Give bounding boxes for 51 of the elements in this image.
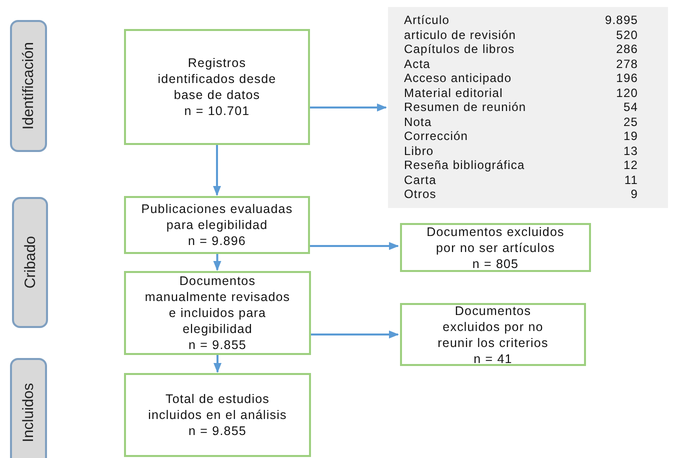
record-count: 54: [622, 100, 638, 115]
arrow: [214, 355, 222, 373]
record-type: Libro: [404, 144, 435, 158]
phase-label: Cribado: [22, 236, 38, 289]
box-text: n = 9.896: [188, 233, 246, 249]
record-type: Capítulos de libros: [404, 42, 516, 57]
record-type: Corrección: [404, 129, 470, 144]
record-count: 12: [622, 158, 638, 173]
record-type: Resumen de reunión: [404, 100, 528, 115]
arrow: [310, 104, 387, 112]
phase-label-box: [12, 197, 48, 328]
record-type: articulo de revisión: [404, 28, 518, 42]
record-type: Acceso anticipado: [404, 71, 513, 86]
arrow: [213, 254, 222, 271]
box-text: n = 9.855: [188, 337, 246, 353]
record-count: 520: [615, 28, 638, 42]
box-text: n = 9.855: [188, 423, 246, 439]
phase-label: Incluidos: [20, 383, 37, 443]
record-count: 19: [622, 129, 638, 144]
phase-label-box: [10, 20, 47, 152]
record-type-table: [388, 7, 668, 208]
record-type: Nota: [404, 114, 433, 130]
record-count: 196: [615, 71, 638, 86]
record-type: Material editorial: [404, 86, 504, 100]
record-count: 278: [615, 56, 638, 72]
record-type: Otros: [404, 187, 438, 202]
process-box: [400, 223, 591, 272]
box-text: n = 10.701: [184, 103, 250, 119]
record-count: 286: [615, 42, 638, 57]
process-box: [124, 271, 311, 355]
record-type: Reseña bibliográfica: [404, 158, 526, 173]
process-box: [400, 303, 586, 366]
process-box: [124, 29, 310, 145]
record-type: Carta: [404, 172, 438, 188]
box-text: n = 41: [474, 350, 512, 366]
record-count: 25: [622, 114, 638, 130]
arrow: [310, 242, 399, 250]
record-count: 13: [622, 144, 638, 158]
record-count: 120: [615, 86, 638, 100]
process-box: [124, 373, 311, 457]
process-box: [124, 196, 310, 254]
arrow: [311, 330, 399, 338]
phase-label-box: [10, 358, 47, 458]
arrow: [213, 145, 221, 196]
record-type: Acta: [404, 56, 432, 72]
record-type: Artículo: [404, 13, 450, 28]
record-count: 11: [623, 172, 638, 188]
record-count: 9.895: [604, 13, 638, 28]
phase-label: Identificación: [20, 42, 37, 130]
record-count: 9: [630, 187, 638, 202]
box-text: n = 805: [472, 256, 519, 272]
